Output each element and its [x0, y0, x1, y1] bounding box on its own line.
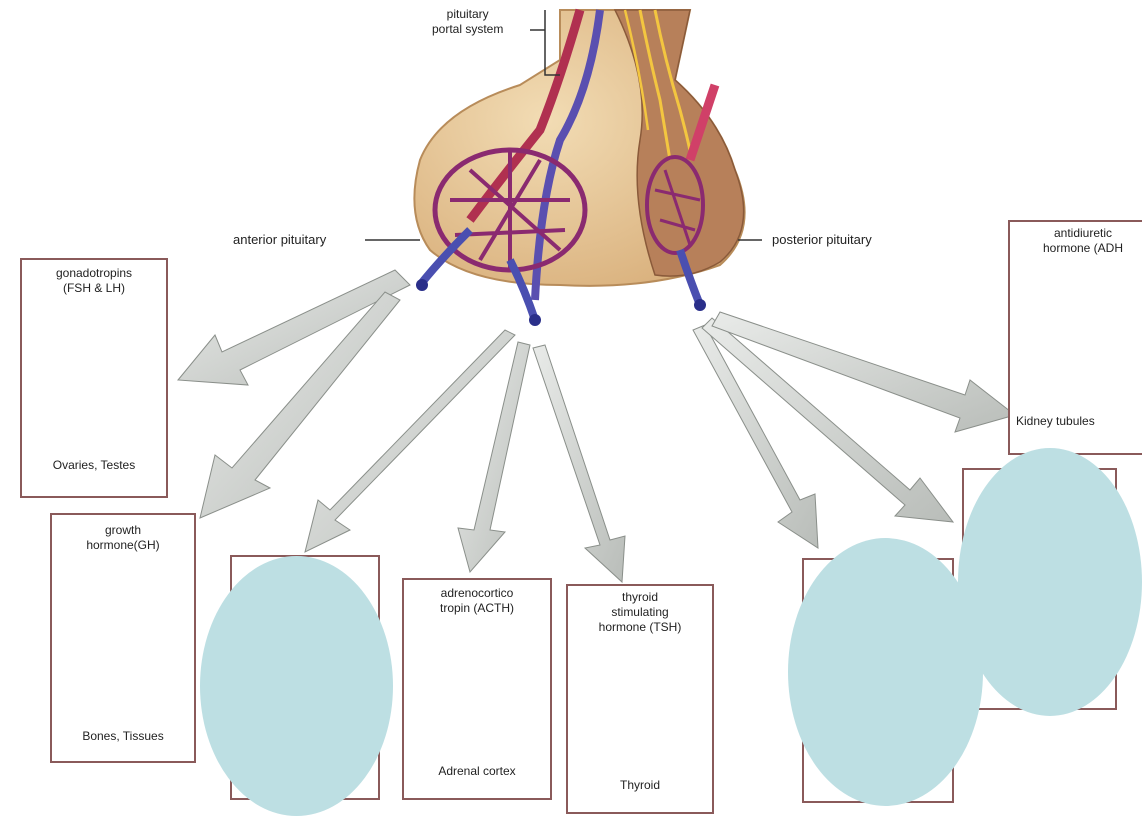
portal-label-line1: pituitary: [432, 7, 503, 22]
anterior-pituitary-label: anterior pituitary: [233, 232, 326, 247]
hormone-line: growth: [52, 523, 194, 538]
hormone-line: hormone (ADH: [1010, 241, 1142, 256]
hormone-line: stimulating: [568, 605, 712, 620]
card-target: Kidney tubules: [1010, 414, 1142, 428]
hormone-line: hormone (TSH): [568, 620, 712, 635]
card-target: Thyroid: [568, 778, 712, 792]
hormone-line: hormone(GH): [52, 538, 194, 553]
card-tsh: thyroid stimulating hormone (TSH) Thyroi…: [566, 584, 714, 814]
portal-system-label: pituitary portal system: [432, 7, 503, 37]
hormone-line: antidiuretic: [1010, 226, 1142, 241]
card-target: Bones, Tissues: [52, 729, 194, 743]
card-hormone-title: thyroid stimulating hormone (TSH): [568, 590, 712, 635]
card-gonadotropins: gonadotropins (FSH & LH) Ovaries, Testes: [20, 258, 168, 498]
card-acth: adrenocortico tropin (ACTH) Adrenal cort…: [402, 578, 552, 800]
arrow-to-tsh: [533, 345, 625, 582]
hormone-arrows: [178, 270, 1015, 582]
card-target: Ovaries, Testes: [22, 458, 166, 472]
pituitary-gland: [414, 10, 744, 326]
card-growth-hormone: growth hormone(GH) Bones, Tissues: [50, 513, 196, 763]
hormone-line: tropin (ACTH): [404, 601, 550, 616]
occluding-mask-left: [200, 556, 393, 816]
card-hormone-title: growth hormone(GH): [52, 523, 194, 553]
card-hormone-title: gonadotropins (FSH & LH): [22, 266, 166, 296]
hormone-line: adrenocortico: [404, 586, 550, 601]
card-hormone-title: antidiuretic hormone (ADH: [1010, 226, 1142, 256]
posterior-pituitary-label: posterior pituitary: [772, 232, 872, 247]
portal-label-line2: portal system: [432, 22, 503, 37]
card-hormone-title: adrenocortico tropin (ACTH): [404, 586, 550, 616]
occluding-mask-far-right: [958, 448, 1142, 716]
hormone-line: thyroid: [568, 590, 712, 605]
hormone-line: gonadotropins: [22, 266, 166, 281]
hormone-line: (FSH & LH): [22, 281, 166, 296]
occluding-mask-right: [788, 538, 983, 806]
card-target: Adrenal cortex: [404, 764, 550, 778]
card-adh: antidiuretic hormone (ADH Kidney tubules: [1008, 220, 1142, 455]
